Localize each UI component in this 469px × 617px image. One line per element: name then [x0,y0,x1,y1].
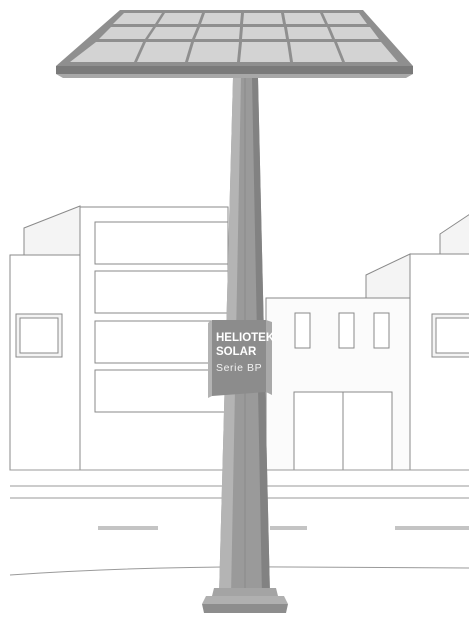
solar-panel-icon [56,10,413,78]
background-buildings [9,205,469,471]
building-left-small [9,205,81,471]
series-label: Serie BP [216,362,262,374]
pole-base [202,588,288,613]
building-right-middle [265,253,411,471]
building-left-tall [79,206,229,471]
brand-name-line1: HELIOTEK [216,332,275,344]
brand-name-line2: SOLAR [216,346,257,358]
panel-cells [70,13,398,62]
road-markings [98,526,469,530]
battery-cabinet-icon: HELIOTEK SOLAR Serie BP [208,320,275,398]
building-right-far [409,214,469,471]
